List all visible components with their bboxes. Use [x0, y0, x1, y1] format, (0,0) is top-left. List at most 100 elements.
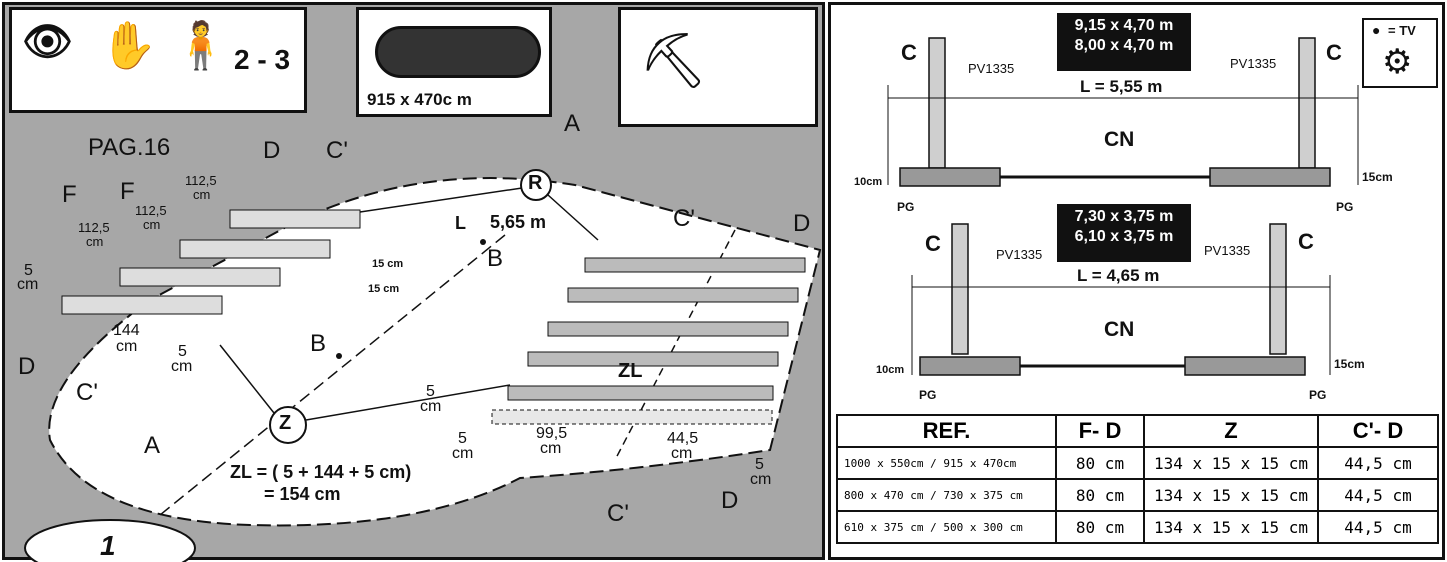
upper-c-left: C — [901, 40, 917, 65]
lower-cn: CN — [1104, 318, 1135, 341]
header-z: Z — [1143, 414, 1319, 448]
header-ref: REF. — [836, 414, 1057, 448]
letter-b1: B — [487, 245, 504, 272]
lower-pv-right: PV1335 — [1204, 243, 1251, 258]
dim-1125-b: 112,5 — [135, 203, 167, 218]
z-circle — [269, 406, 307, 444]
dim-5-far-unit: cm — [750, 471, 772, 488]
dim-1125-b-unit: cm — [143, 217, 161, 232]
letter-a-bottom: A — [144, 432, 161, 459]
eye-icon: 👁 — [22, 20, 73, 64]
upper-sizes: 9,15 x 4,70 m 8,00 x 4,70 m — [1057, 13, 1191, 71]
letter-a-top: A — [564, 110, 581, 137]
cell-ref: 1000 x 550cm / 915 x 470cm — [836, 446, 1057, 480]
l-value: 5,65 m — [490, 212, 547, 232]
glove-icon: ✋ — [100, 19, 158, 71]
formula-line1: ZL = ( 5 + 144 + 5 cm) — [230, 462, 412, 482]
letter-f1: F — [62, 181, 77, 208]
letter-c-bottom: C' — [607, 500, 629, 527]
dim-995-unit: cm — [540, 440, 562, 457]
bolt-icon: ⚙ — [1382, 43, 1413, 81]
lower-sizes: 7,30 x 3,75 m 6,10 x 3,75 m — [1057, 204, 1191, 262]
dim-144-unit: cm — [116, 338, 138, 355]
letter-d-left: D — [18, 353, 36, 380]
dim-15cm-a: 15 cm — [372, 258, 404, 270]
lower-c-right: C — [1298, 229, 1314, 254]
tools-box: ⛏ — [618, 7, 818, 127]
dim-995: 99,5 — [536, 425, 568, 442]
header-fd: F- D — [1055, 414, 1145, 448]
lower-pg-left: PG — [919, 388, 937, 402]
dim-5-far: 5 — [755, 456, 764, 473]
letter-c-right: C' — [673, 205, 695, 232]
person-icon: 🧍 — [172, 19, 230, 71]
header-cd: C'- D — [1317, 414, 1439, 448]
pool-size: 915 x 470c m — [367, 90, 472, 109]
tv-dot-icon: ● — [1372, 22, 1381, 38]
tv-legend: ● = TV ⚙ — [1362, 18, 1438, 88]
tv-label: = TV — [1388, 23, 1416, 38]
lower-h10: 10cm — [876, 364, 905, 376]
dim-1125-a: 112,5 — [185, 173, 217, 188]
lower-h15: 15cm — [1334, 357, 1365, 371]
cell-fd: 80 cm — [1055, 510, 1145, 544]
upper-pg-left: PG — [897, 200, 915, 214]
reference-table: REF. F- D Z C'- D 1000 x 550cm / 915 x 4… — [836, 414, 1439, 544]
dim-5-left-unit: cm — [17, 276, 39, 293]
dim-445-unit: cm — [671, 445, 693, 462]
letter-b2: B — [310, 330, 327, 357]
dim-1125-c-unit: cm — [86, 234, 104, 249]
cell-fd: 80 cm — [1055, 446, 1145, 480]
lower-length: L = 4,65 m — [1077, 266, 1160, 285]
pool-image — [375, 26, 541, 78]
cell-cd: 44,5 cm — [1317, 446, 1439, 480]
lower-size-1: 7,30 x 3,75 m — [1074, 208, 1174, 225]
cell-cd: 44,5 cm — [1317, 510, 1439, 544]
upper-length: L = 5,55 m — [1080, 77, 1163, 96]
letter-z: Z — [279, 412, 292, 434]
dim-5-right-b: 5 — [458, 430, 467, 447]
dim-5-right-b-unit: cm — [452, 445, 474, 462]
upper-c-right: C — [1326, 40, 1342, 65]
dim-15cm-b: 15 cm — [368, 283, 400, 295]
cell-ref: 800 x 470 cm / 730 x 375 cm — [836, 478, 1057, 512]
lower-size-2: 6,10 x 3,75 m — [1074, 228, 1174, 245]
right-blocks — [491, 257, 806, 425]
upper-h10: 10cm — [854, 176, 883, 188]
tools-icon: ⛏ — [639, 31, 708, 91]
upper-h15: 15cm — [1362, 170, 1393, 184]
right-panel — [828, 2, 1445, 560]
table-row: 610 x 375 cm / 500 x 300 cm 80 cm 134 x … — [836, 510, 1439, 544]
upper-pg-right: PG — [1336, 200, 1354, 214]
pool-box: 915 x 470c m — [356, 7, 552, 117]
cell-z: 134 x 15 x 15 cm — [1143, 446, 1319, 480]
dim-1125-c: 112,5 — [78, 220, 110, 235]
letter-l: L — [455, 213, 466, 233]
cell-fd: 80 cm — [1055, 478, 1145, 512]
table-row: 1000 x 550cm / 915 x 470cm 80 cm 134 x 1… — [836, 446, 1439, 480]
lower-c-left: C — [925, 231, 941, 256]
upper-profile — [887, 37, 1359, 187]
cell-z: 134 x 15 x 15 cm — [1143, 478, 1319, 512]
letter-zl: ZL — [618, 360, 643, 382]
step-number: 1 — [100, 530, 116, 561]
dim-144: 144 — [113, 322, 140, 339]
dim-5-right-a-unit: cm — [420, 398, 442, 415]
upper-size-2: 8,00 x 4,70 m — [1074, 37, 1174, 54]
cell-z: 134 x 15 x 15 cm — [1143, 510, 1319, 544]
lower-pv-left: PV1335 — [996, 247, 1043, 262]
table-row: 800 x 470 cm / 730 x 375 cm 80 cm 134 x … — [836, 478, 1439, 512]
upper-size-1: 9,15 x 4,70 m — [1074, 17, 1174, 34]
r-circle — [520, 169, 552, 201]
cell-cd: 44,5 cm — [1317, 478, 1439, 512]
letter-c-top: C' — [326, 137, 348, 164]
left-blocks — [61, 209, 361, 315]
letter-d-bottom: D — [721, 487, 739, 514]
lower-pg-right: PG — [1309, 388, 1327, 402]
letter-d-top: D — [263, 137, 281, 164]
dim-5-left: 5 — [24, 262, 33, 279]
letter-d-right: D — [793, 210, 811, 237]
dim-5-right-a: 5 — [426, 383, 435, 400]
cell-ref: 610 x 375 cm / 500 x 300 cm — [836, 510, 1057, 544]
